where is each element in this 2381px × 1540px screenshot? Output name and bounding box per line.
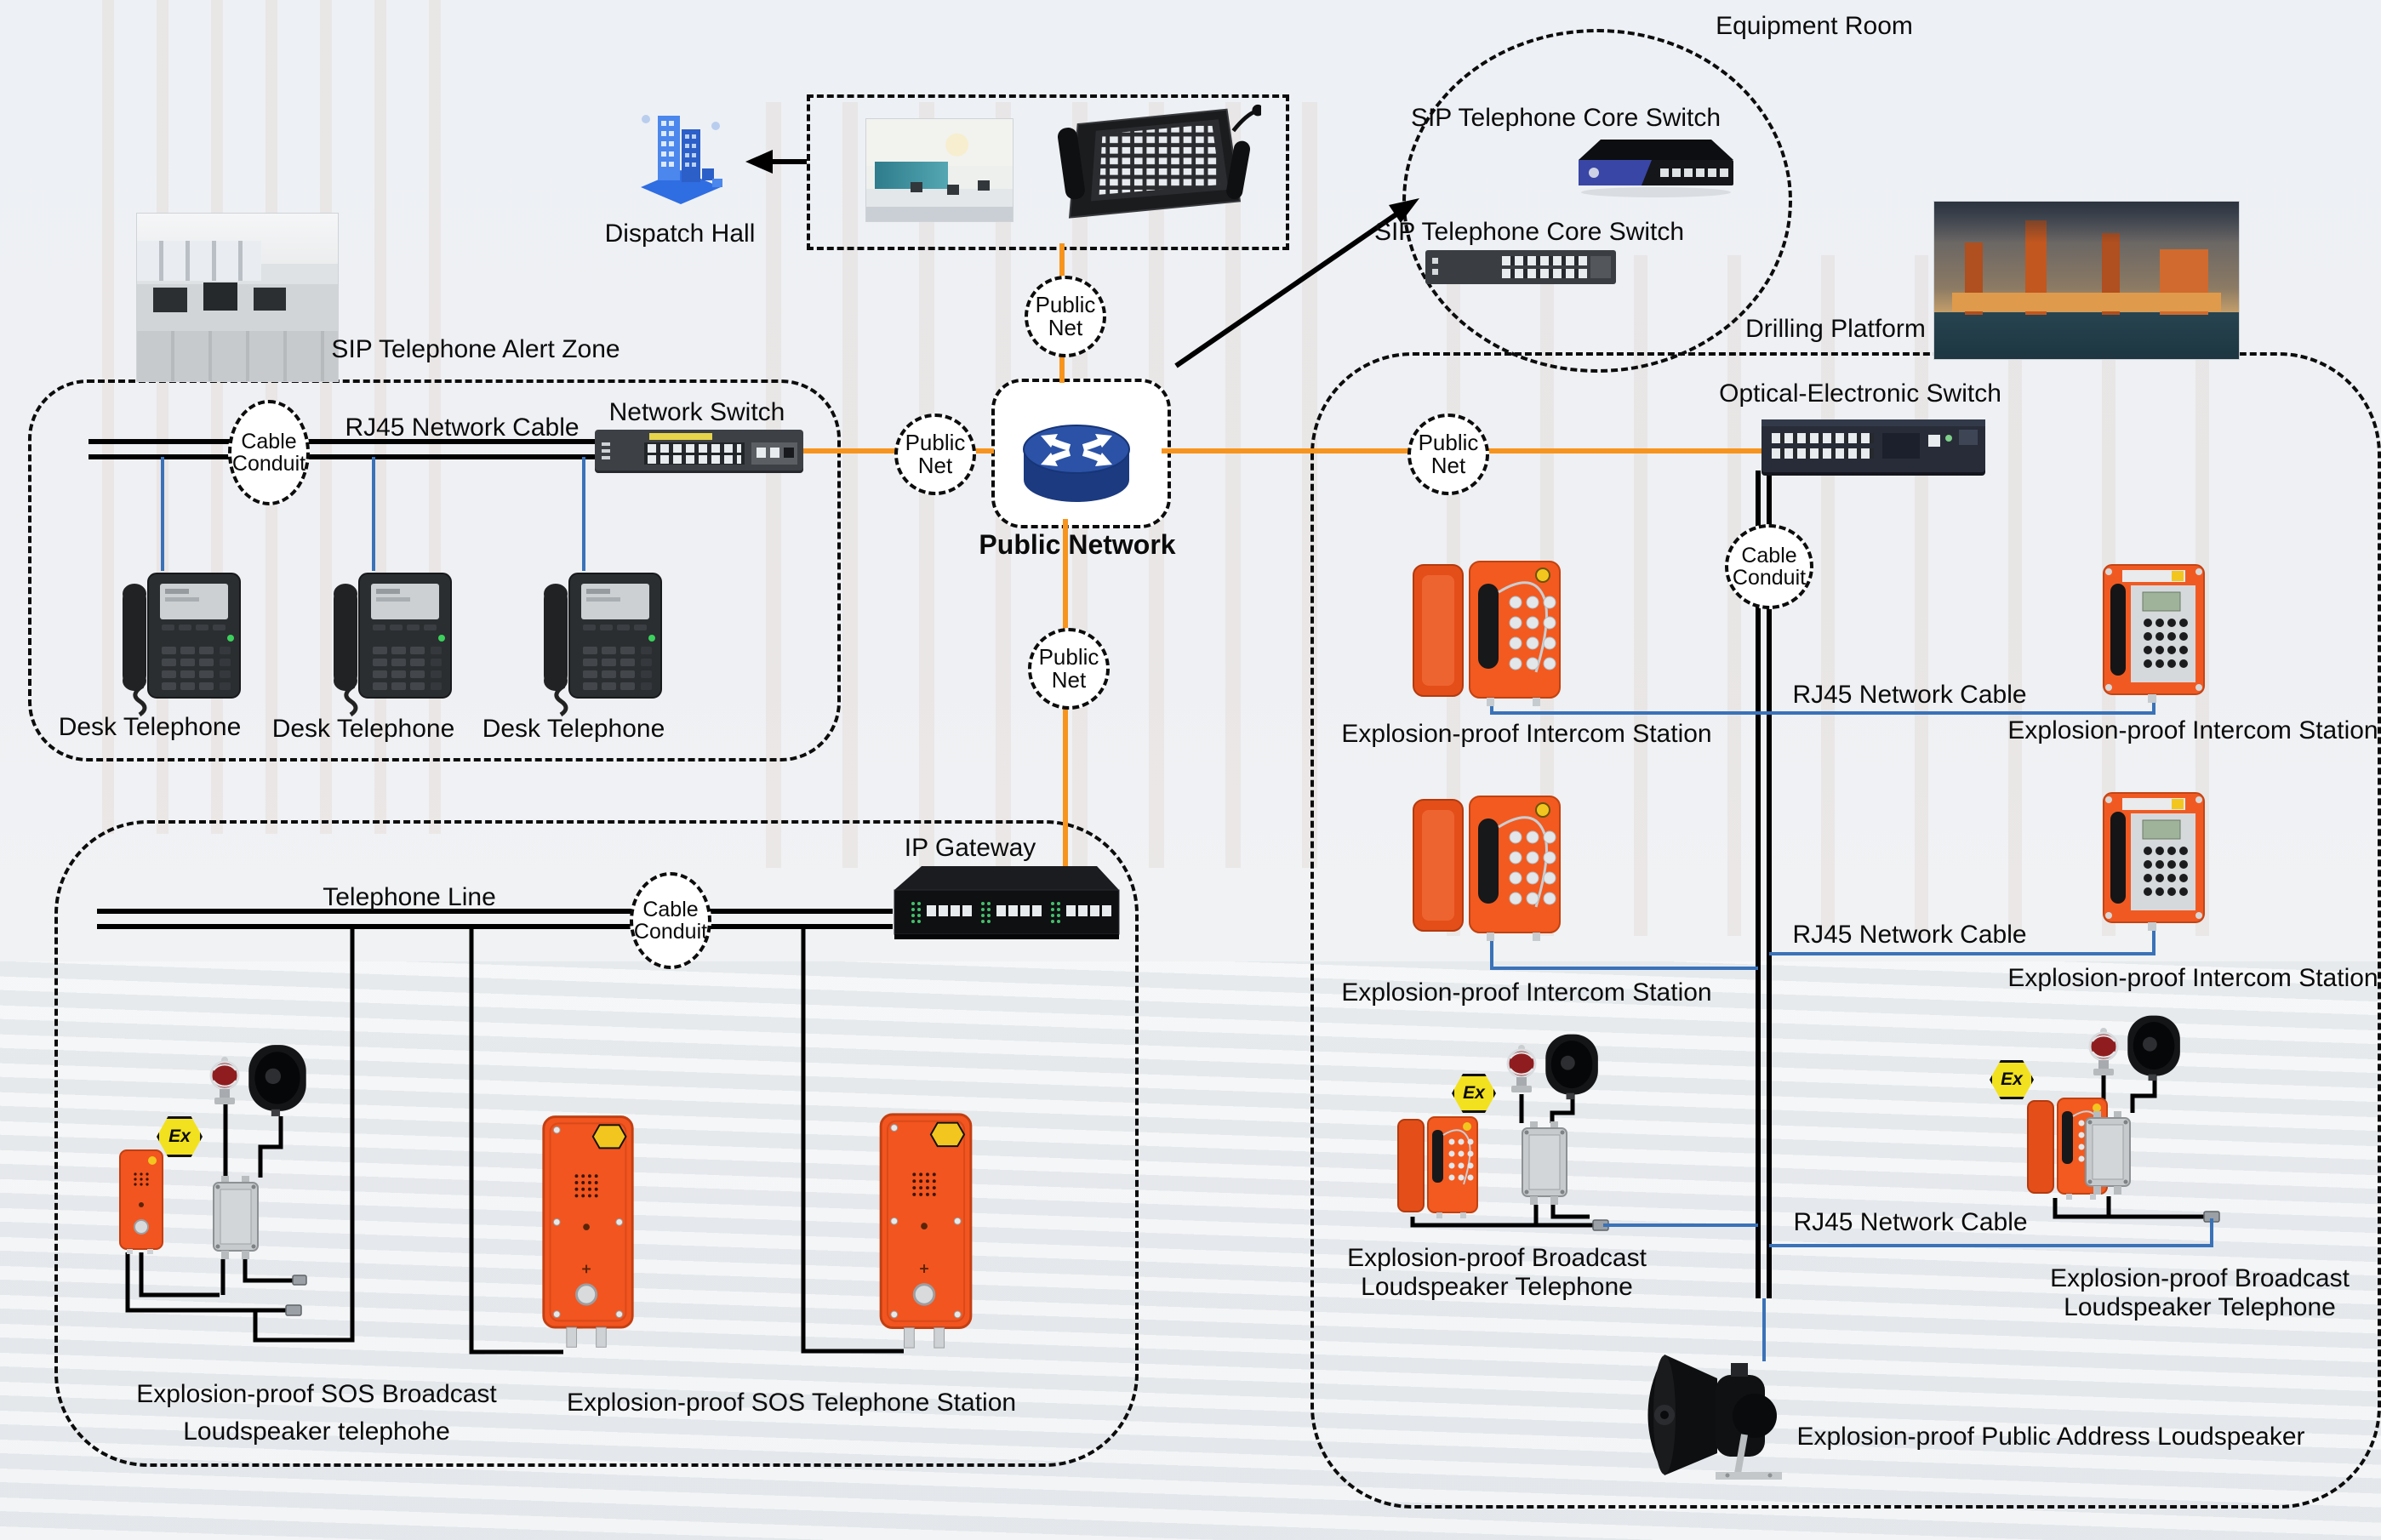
desk-telephone-3 bbox=[544, 573, 662, 717]
intercom-label-2: Explosion-proof Intercom Station bbox=[2007, 716, 2378, 744]
ex-label: Ex bbox=[2001, 1069, 2023, 1089]
explosion-proof-intercom-3 bbox=[1413, 796, 1561, 941]
ex-label: Ex bbox=[1463, 1083, 1485, 1103]
desk-telephone-label-2: Desk Telephone bbox=[271, 715, 455, 743]
sip-core-switch-1 bbox=[1579, 140, 1733, 197]
broadcast-label-right-2: Loudspeaker Telephone bbox=[2064, 1293, 2336, 1321]
desk-telephone-label-1: Desk Telephone bbox=[58, 713, 242, 741]
explosion-proof-intercom-1 bbox=[1413, 561, 1561, 706]
cable-conduit-bottom: Cable Conduit bbox=[630, 872, 711, 969]
drilling-platform-zone bbox=[1310, 352, 2381, 1509]
sos-station-label: Explosion-proof SOS Telephone Station bbox=[566, 1389, 1017, 1417]
broadcast-label-right-1: Explosion-proof Broadcast bbox=[2050, 1264, 2350, 1292]
drilling-platform-photo bbox=[1933, 201, 2240, 360]
ip-gateway-label: IP Gateway bbox=[904, 834, 1036, 862]
arrows bbox=[745, 150, 1419, 368]
conduit-label: Cable Conduit bbox=[1732, 543, 1807, 590]
ex-icon: Ex bbox=[157, 1116, 203, 1157]
public-net-label: Public Net bbox=[905, 429, 966, 478]
rj45-label-left: RJ45 Network Cable bbox=[345, 414, 580, 442]
network-switch-device bbox=[595, 430, 803, 471]
control-room-photo bbox=[865, 118, 1013, 222]
public-net-label: Public Net bbox=[1035, 291, 1096, 340]
ex-icon: Ex bbox=[1990, 1060, 2034, 1099]
dispatch-console-device bbox=[1057, 104, 1261, 219]
conduit-label: Cable Conduit bbox=[633, 897, 708, 944]
dispatch-hall-label: Dispatch Hall bbox=[604, 220, 756, 248]
rj45-links bbox=[161, 457, 2213, 1361]
orange-links bbox=[803, 243, 1763, 870]
optical-switch-label: Optical-Electronic Switch bbox=[1719, 379, 2001, 408]
intercom-label-1: Explosion-proof Intercom Station bbox=[1341, 720, 1712, 748]
junction-box-icon bbox=[1522, 1121, 1567, 1205]
alarm-beacon-icon bbox=[2088, 1028, 2119, 1075]
pa-loudspeaker-icon bbox=[1647, 1355, 1782, 1480]
sip-core-switch-2 bbox=[1425, 250, 1616, 284]
rj45-label-row3: RJ45 Network Cable bbox=[1793, 1208, 2028, 1236]
ip-gateway-device bbox=[894, 866, 1120, 939]
alert-zone-title: SIP Telephone Alert Zone bbox=[331, 335, 620, 363]
drilling-platform-title: Drilling Platform bbox=[1745, 315, 1926, 343]
dispatch-console-box bbox=[807, 94, 1289, 250]
broadcast-label-left-1: Explosion-proof Broadcast bbox=[1347, 1244, 1647, 1272]
ex-label: Ex bbox=[168, 1126, 191, 1146]
public-network-router-icon bbox=[1023, 425, 1130, 502]
sos-broadcast-label-2: Loudspeaker telephohe bbox=[183, 1417, 450, 1446]
core-switch-2-label: SIP Telephone Core Switch bbox=[1373, 218, 1685, 246]
gateway-zone bbox=[54, 820, 1139, 1467]
sos-group-cables bbox=[125, 1104, 300, 1343]
public-net-label: Public Net bbox=[1038, 643, 1099, 693]
alarm-beacon-icon bbox=[1506, 1045, 1537, 1092]
sip-alert-zone bbox=[28, 379, 841, 761]
broadcast-phone-left bbox=[1397, 1116, 1478, 1218]
desk-telephone-2 bbox=[334, 573, 452, 717]
equipment-room-zone bbox=[1402, 29, 1792, 373]
cable-conduit-left: Cable Conduit bbox=[228, 400, 310, 505]
intercom-label-4: Explosion-proof Intercom Station bbox=[2007, 964, 2378, 992]
pa-loudspeaker-label: Explosion-proof Public Address Loudspeak… bbox=[1796, 1423, 2305, 1451]
intercom-label-3: Explosion-proof Intercom Station bbox=[1341, 978, 1712, 1007]
core-switch-1-label: SIP Telephone Core Switch bbox=[1410, 104, 1722, 132]
conduit-label: Cable Conduit bbox=[231, 429, 306, 476]
broadcast-group-cables-right bbox=[2053, 1074, 2206, 1219]
sos-broadcast-label-1: Explosion-proof SOS Broadcast bbox=[136, 1380, 497, 1408]
public-net-circle-right: Public Net bbox=[1407, 414, 1489, 495]
cable-conduit-right: Cable Conduit bbox=[1725, 524, 1813, 609]
public-net-label: Public Net bbox=[1418, 429, 1479, 478]
junction-box-icon bbox=[213, 1176, 259, 1259]
alarm-beacon-icon bbox=[209, 1057, 240, 1104]
junction-box-icon bbox=[2085, 1111, 2131, 1195]
horn-speaker-icon bbox=[2127, 1015, 2180, 1081]
horn-speaker-icon bbox=[1545, 1034, 1598, 1100]
broadcast-label-left-2: Loudspeaker Telephone bbox=[1361, 1273, 1633, 1301]
dispatch-hall-icon bbox=[641, 115, 722, 204]
broadcast-group-cables-left bbox=[1410, 1091, 1596, 1228]
network-switch-label: Network Switch bbox=[608, 398, 785, 426]
explosion-proof-intercom-2 bbox=[2103, 564, 2205, 703]
equipment-room-title: Equipment Room bbox=[1716, 12, 1913, 40]
telephone-line-label: Telephone Line bbox=[323, 883, 496, 911]
rj45-label-row1: RJ45 Network Cable bbox=[1792, 681, 2027, 709]
rj45-label-row2: RJ45 Network Cable bbox=[1792, 921, 2027, 949]
public-network-label: Public Network bbox=[979, 529, 1176, 560]
public-net-circle-top: Public Net bbox=[1025, 276, 1106, 357]
horn-speaker-icon bbox=[248, 1045, 306, 1116]
desk-telephone-label-3: Desk Telephone bbox=[482, 715, 665, 743]
telephone-line-drops bbox=[300, 927, 904, 1355]
sos-telephone-station-2 bbox=[879, 1113, 973, 1349]
alert-zone-photo bbox=[136, 213, 339, 382]
optical-electronic-switch bbox=[1761, 419, 1985, 472]
public-net-circle-bottom: Public Net bbox=[1028, 628, 1110, 710]
sos-broadcast-phone bbox=[119, 1149, 163, 1254]
public-net-circle-left: Public Net bbox=[894, 414, 976, 495]
explosion-proof-intercom-4 bbox=[2103, 792, 2205, 931]
sos-telephone-station-1 bbox=[542, 1115, 634, 1348]
desk-telephone-1 bbox=[123, 573, 241, 717]
